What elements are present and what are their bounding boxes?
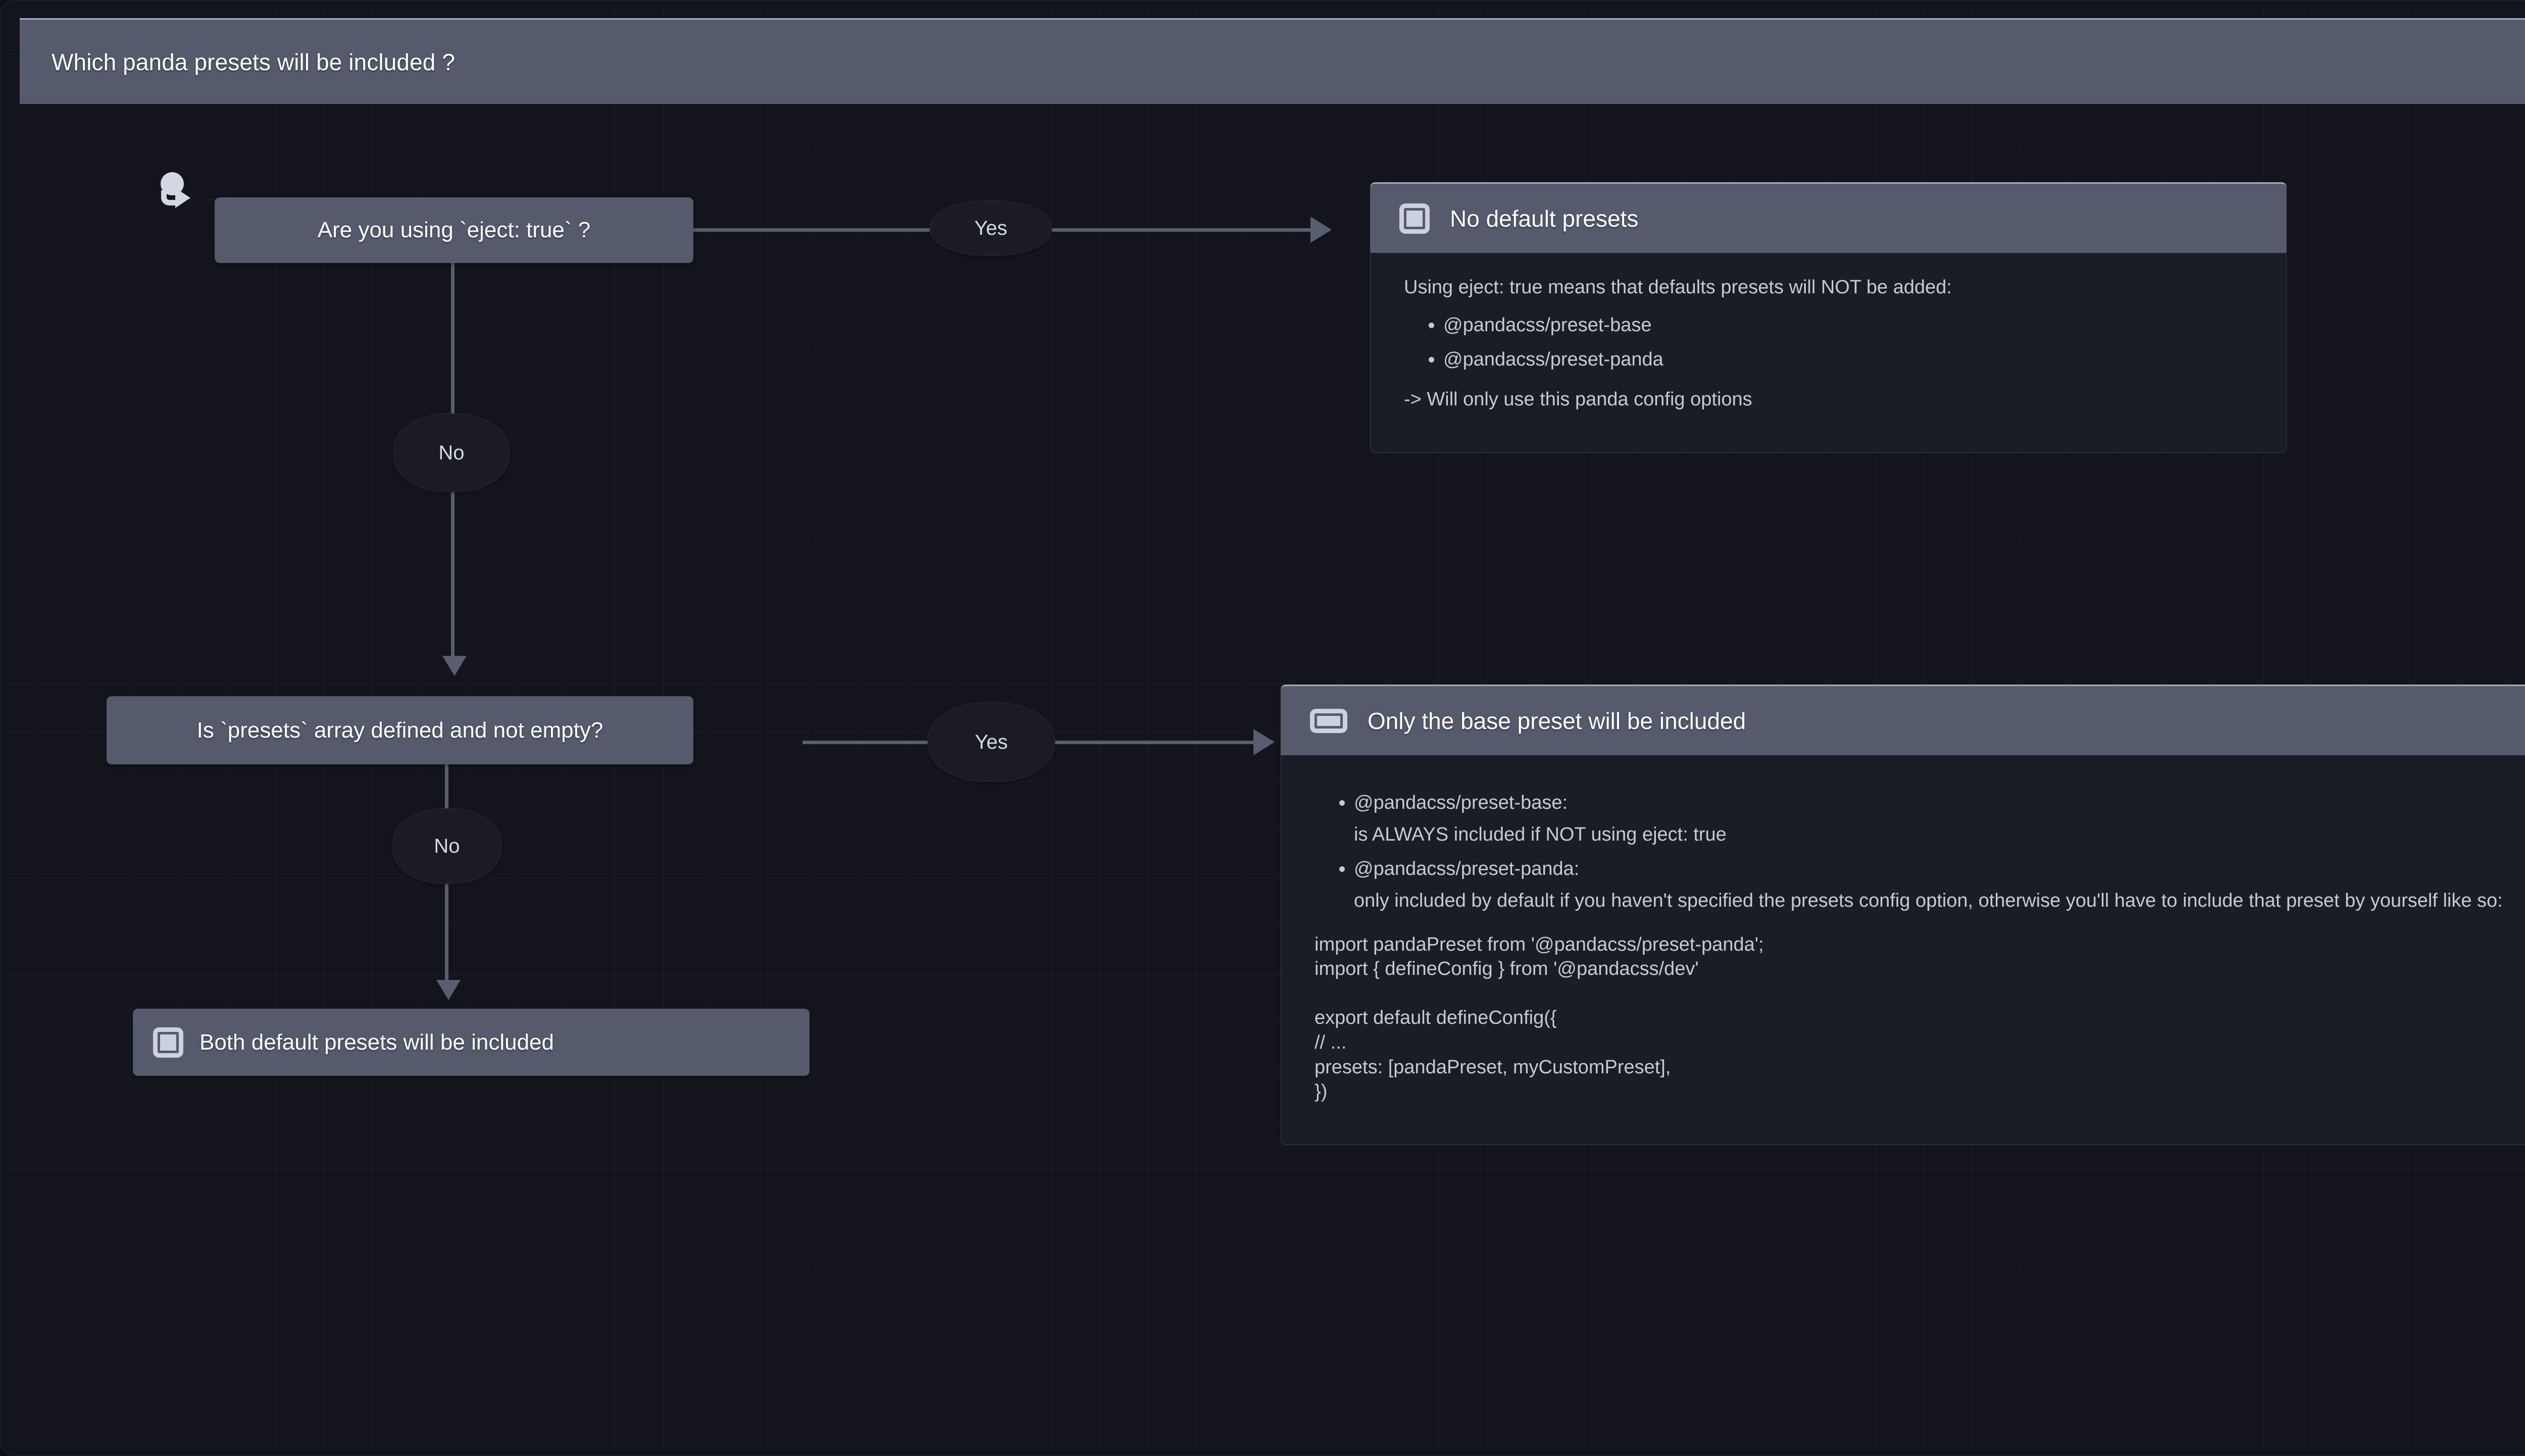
edge-arrowhead-eject-no (442, 656, 467, 676)
callout-only-base-preset[interactable]: Only the base preset will be included @p… (1281, 685, 2525, 1145)
list-item-main: @pandacss/preset-base: (1354, 792, 1568, 813)
start-hook-icon (161, 190, 178, 205)
node-label: Both default presets will be included (199, 1029, 554, 1055)
node-both-default-presets-included[interactable]: Both default presets will be included (133, 1009, 810, 1076)
callout-body: Using eject: true means that defaults pr… (1370, 253, 2287, 453)
callout-title: No default presets (1450, 205, 1639, 232)
code-line: // ... (1315, 1032, 1347, 1053)
callout-intro-text: Using eject: true means that defaults pr… (1404, 277, 1952, 298)
edge-arrowhead-eject-yes (1310, 217, 1332, 243)
edge-label-text: No (438, 441, 465, 464)
code-line: export default defineConfig({ (1315, 1007, 1557, 1029)
code-line: presets: [pandaPreset, myCustomPreset], (1315, 1056, 1671, 1078)
code-line: import { defineConfig } from '@pandacss/… (1315, 958, 1699, 980)
callout-bullet-list: @pandacss/preset-base: is ALWAYS include… (1315, 791, 2525, 913)
edge-label-text: Yes (975, 731, 1008, 753)
callout-body: @pandacss/preset-base: is ALWAYS include… (1281, 755, 2525, 1145)
list-item: @pandacss/preset-panda (1443, 347, 2256, 372)
nested-square-icon (1399, 203, 1430, 234)
code-line: }) (1315, 1081, 1328, 1103)
edge-arrowhead-presets-no (436, 980, 461, 1000)
callout-header: Only the base preset will be included (1281, 685, 2525, 755)
callout-outro-text: -> Will only use this panda config optio… (1404, 388, 1752, 410)
edge-label-presets-yes: Yes (928, 702, 1055, 782)
callout-title: Only the base preset will be included (1368, 707, 1746, 734)
code-line-blank (1315, 981, 2525, 1006)
callout-header: No default presets (1370, 182, 2287, 253)
callout-bullet-list: @pandacss/preset-base @pandacss/preset-p… (1404, 313, 2256, 372)
diagram-title-bar: Which panda presets will be included ? (20, 18, 2525, 104)
node-label: Are you using `eject: true` ? (317, 218, 591, 242)
edge-arrowhead-presets-yes (1253, 729, 1275, 755)
nested-square-icon (153, 1027, 183, 1058)
edge-label-presets-no: No (392, 808, 501, 884)
list-item-sub: is ALWAYS included if NOT using eject: t… (1354, 823, 1727, 845)
list-item: @pandacss/preset-base: is ALWAYS include… (1354, 791, 2525, 847)
edge-label-eject-no: No (393, 413, 510, 492)
edge-label-text: Yes (974, 217, 1007, 239)
code-block: import pandaPreset from '@pandacss/prese… (1315, 932, 2525, 1104)
code-line: import pandaPreset from '@pandacss/prese… (1315, 933, 1764, 955)
list-item: @pandacss/preset-base (1443, 313, 2256, 338)
node-are-you-using-eject[interactable]: Are you using `eject: true` ? (215, 197, 693, 263)
list-item: @pandacss/preset-panda: only included by… (1354, 857, 2525, 913)
callout-no-default-presets[interactable]: No default presets Using eject: true mea… (1370, 182, 2287, 453)
node-label: Is `presets` array defined and not empty… (196, 717, 603, 743)
edge-label-text: No (434, 835, 460, 857)
start-arrow-tip-icon (175, 188, 190, 208)
edge-label-eject-yes: Yes (930, 200, 1052, 256)
list-item-main: @pandacss/preset-panda: (1354, 858, 1580, 880)
nested-square-icon (1310, 708, 1347, 733)
list-item-sub: only included by default if you haven't … (1354, 890, 2503, 911)
page-title: Which panda presets will be included ? (52, 48, 456, 75)
node-is-presets-array-defined[interactable]: Is `presets` array defined and not empty… (107, 696, 693, 764)
